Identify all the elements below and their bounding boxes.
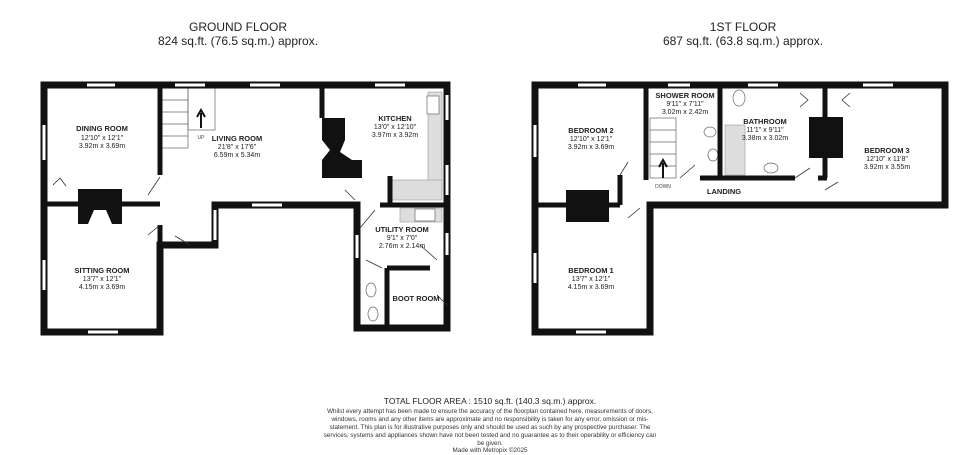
made-with-credit: Made with Metropix ©2025	[452, 447, 528, 454]
first-floor-area: 687 sq.ft. (63.8 sq.m.) approx.	[662, 34, 824, 48]
svg-text:4.15m x 3.69m: 4.15m x 3.69m	[79, 284, 125, 291]
svg-text:2.76m x 2.14m: 2.76m x 2.14m	[379, 243, 425, 250]
svg-text:3.02m x 2.42m: 3.02m x 2.42m	[662, 109, 708, 116]
room-sitting-room: SITTING ROOM 13'7" x 12'1" 4.15m x 3.69m	[75, 266, 130, 291]
living-room-fireplace	[322, 118, 362, 178]
room-landing: LANDING	[707, 187, 741, 196]
svg-text:3.97m x 3.92m: 3.97m x 3.92m	[372, 132, 418, 139]
svg-text:DINING ROOM: DINING ROOM	[76, 124, 128, 133]
ground-windows	[42, 83, 449, 334]
ground-floor-plan: UP DINING ROOM 12'10"	[40, 81, 451, 336]
room-bedroom-2: BEDROOM 2 12'10" x 12'1" 3.92m x 3.69m	[568, 126, 614, 151]
svg-text:BATHROOM: BATHROOM	[743, 117, 787, 126]
svg-text:21'8" x 17'6": 21'8" x 17'6"	[218, 144, 257, 151]
stairs-down-arrow-icon	[658, 157, 668, 178]
svg-text:BEDROOM 2: BEDROOM 2	[568, 126, 613, 135]
bath-icon	[724, 124, 746, 176]
stairs-up-arrow-icon	[196, 107, 206, 128]
room-shower-room: SHOWER ROOM 9'11" x 7'11" 3.02m x 2.42m	[655, 91, 714, 116]
svg-text:13'7" x 12'1": 13'7" x 12'1"	[572, 276, 611, 283]
first-outer-wall	[531, 81, 949, 336]
svg-text:9'1" x 7'0": 9'1" x 7'0"	[387, 235, 418, 242]
svg-text:13'7" x 12'1": 13'7" x 12'1"	[83, 276, 122, 283]
disclaimer: Whilst every attempt has been made to en…	[323, 408, 657, 447]
room-bathroom: BATHROOM 11'1" x 9'11" 3.38m x 3.02m	[742, 117, 788, 142]
ground-floor-area: 824 sq.ft. (76.5 sq.m.) approx.	[157, 34, 319, 48]
svg-text:LANDING: LANDING	[707, 187, 741, 196]
svg-text:12'10" x 12'1": 12'10" x 12'1"	[570, 136, 613, 143]
svg-text:12'10" x 12'1": 12'10" x 12'1"	[81, 135, 124, 142]
svg-text:3.92m x 3.55m: 3.92m x 3.55m	[864, 164, 910, 171]
room-living-room: LIVING ROOM 21'8" x 17'6" 6.59m x 5.34m	[212, 134, 262, 159]
first-stairs-label: DOWN	[655, 184, 671, 190]
svg-text:BOOT ROOM: BOOT ROOM	[392, 294, 439, 303]
total-floor-area: TOTAL FLOOR AREA : 1510 sq.ft. (140.3 sq…	[383, 396, 597, 406]
basin-icon	[365, 282, 377, 298]
svg-text:9'11" x 7'11": 9'11" x 7'11"	[666, 101, 704, 108]
svg-text:KITCHEN: KITCHEN	[378, 114, 411, 123]
svg-text:LIVING ROOM: LIVING ROOM	[212, 134, 262, 143]
ground-stairs-label: UP	[198, 135, 206, 141]
shower-basin-icon	[707, 148, 719, 162]
svg-text:3.38m x 3.02m: 3.38m x 3.02m	[742, 135, 788, 142]
svg-text:SHOWER ROOM: SHOWER ROOM	[655, 91, 714, 100]
first-floor-plan: DOWN BEDROOM 2 12'10" x 12'1" 3.92m x 3.…	[531, 81, 949, 336]
first-floor-title: 1ST FLOOR	[709, 20, 777, 34]
bath-toilet-icon	[732, 89, 746, 107]
room-bedroom-1: BEDROOM 1 13'7" x 12'1" 4.15m x 3.69m	[568, 266, 614, 291]
svg-text:13'0" x 12'10": 13'0" x 12'10"	[374, 124, 417, 131]
room-dining-room: DINING ROOM 12'10" x 12'1" 3.92m x 3.69m	[76, 124, 128, 150]
room-boot-room: BOOT ROOM	[392, 294, 439, 303]
room-utility-room: UTILITY ROOM 9'1" x 7'0" 2.76m x 2.14m	[375, 225, 429, 250]
room-bedroom-3: BEDROOM 3 12'10" x 11'8" 3.92m x 3.55m	[864, 146, 910, 171]
ground-floor-title: GROUND FLOOR	[188, 20, 287, 34]
ground-doors	[52, 176, 448, 306]
first-windows	[533, 83, 893, 334]
svg-text:6.59m x 5.34m: 6.59m x 5.34m	[214, 152, 260, 159]
svg-text:3.92m x 3.69m: 3.92m x 3.69m	[79, 143, 125, 150]
svg-text:BEDROOM 3: BEDROOM 3	[864, 146, 909, 155]
ground-floor-heading: GROUND FLOOR 824 sq.ft. (76.5 sq.m.) app…	[108, 20, 368, 48]
svg-text:UTILITY ROOM: UTILITY ROOM	[375, 225, 429, 234]
svg-text:BEDROOM 1: BEDROOM 1	[568, 266, 613, 275]
first-floor-heading: 1ST FLOOR 687 sq.ft. (63.8 sq.m.) approx…	[613, 20, 873, 48]
ground-stairs	[159, 87, 216, 149]
kitchen-worktop-bottom	[391, 179, 443, 201]
svg-text:12'10" x 11'8": 12'10" x 11'8"	[866, 156, 908, 163]
utility-sink-icon	[414, 208, 436, 222]
svg-text:3.92m x 3.69m: 3.92m x 3.69m	[568, 144, 614, 151]
svg-text:SITTING ROOM: SITTING ROOM	[75, 266, 130, 275]
kitchen-sink-icon	[426, 95, 440, 115]
toilet-icon	[367, 306, 379, 322]
first-doors	[619, 92, 851, 219]
shower-toilet-icon	[703, 126, 717, 138]
svg-text:11'1" x 9'11": 11'1" x 9'11"	[746, 127, 784, 134]
room-kitchen: KITCHEN 13'0" x 12'10" 3.97m x 3.92m	[372, 114, 418, 139]
bath-basin-icon	[763, 162, 779, 174]
svg-text:4.15m x 3.69m: 4.15m x 3.69m	[568, 284, 614, 291]
